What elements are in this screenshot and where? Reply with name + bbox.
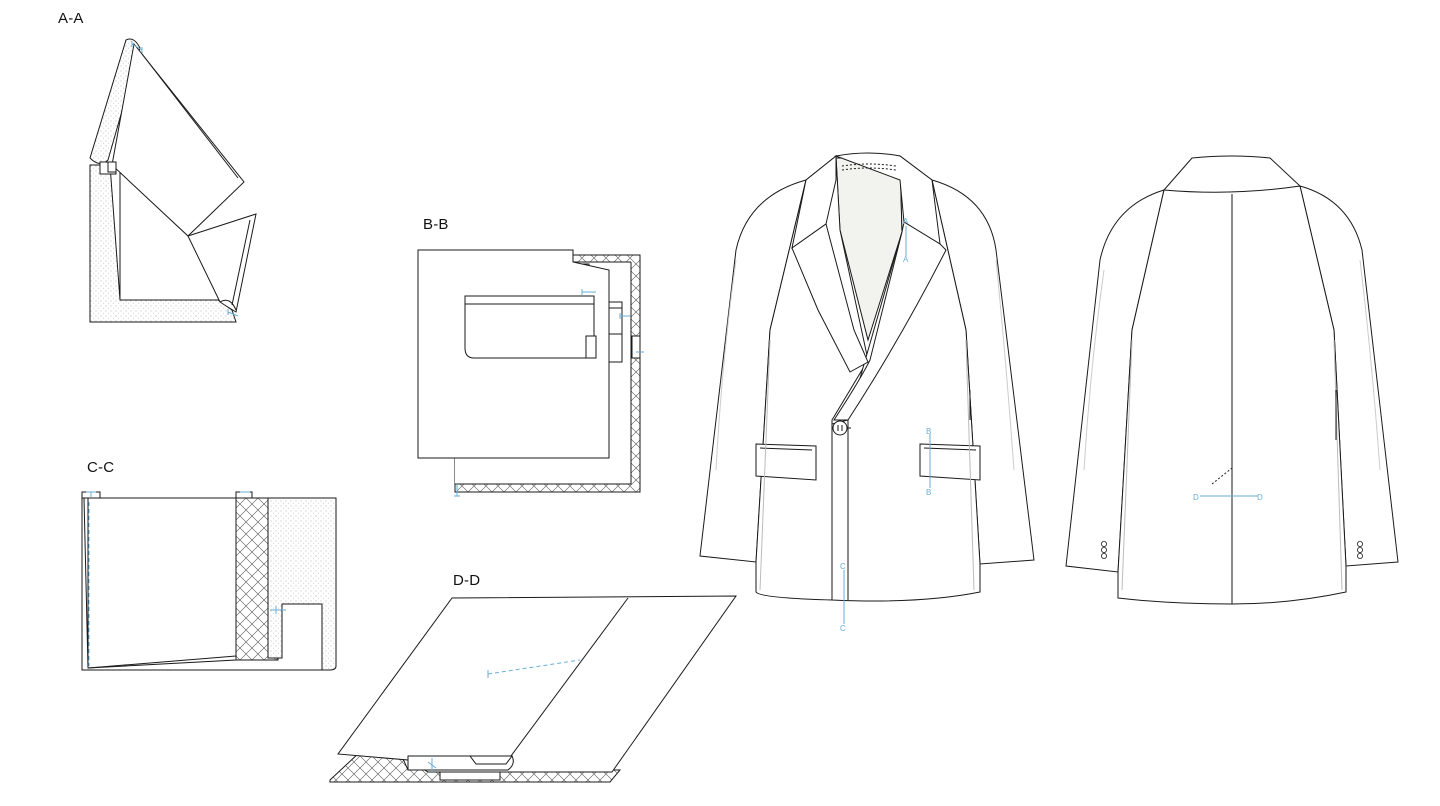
- section-label-cc: C-C: [87, 459, 115, 476]
- section-cc-drawing: [81, 491, 337, 671]
- sleeve-buttons-icon: [1101, 541, 1364, 560]
- aa-upper-fabric: [111, 42, 245, 237]
- front-cut-markers: [843, 226, 931, 624]
- back-right-sleeve: [1299, 185, 1399, 567]
- aa-markers: [131, 41, 239, 317]
- front-right-lapel: [833, 221, 947, 421]
- cc-main-body: [83, 497, 237, 669]
- jacket-front-view: [699, 152, 1035, 602]
- back-collar: [1162, 155, 1302, 193]
- front-left-pocket-flap: [755, 443, 817, 481]
- front-left-sleeve: [699, 179, 807, 563]
- marker-b-bottom: B: [926, 488, 931, 497]
- section-label-dd: D-D: [453, 572, 481, 589]
- front-right-sleeve: [931, 179, 1035, 565]
- section-label-bb: B-B: [423, 216, 449, 233]
- bb-pocket-flap: [464, 295, 595, 359]
- aa-upper-padding: [89, 38, 141, 164]
- back-left-sleeve: [1065, 189, 1165, 573]
- section-label-aa: A-A: [58, 10, 84, 27]
- front-left-lapel: [791, 223, 869, 373]
- coat-button-icon: [832, 420, 851, 436]
- section-aa-drawing: [89, 38, 257, 323]
- aa-lower-fabric: [187, 213, 257, 313]
- marker-c-bottom: C: [840, 624, 846, 633]
- marker-d-right: D: [1257, 493, 1263, 502]
- marker-a-top: A: [903, 217, 909, 226]
- bb-markers: [454, 289, 644, 497]
- marker-b-top: B: [926, 427, 931, 436]
- cc-dotted-padding: [267, 497, 337, 671]
- front-right-pocket-flap: [919, 443, 981, 481]
- marker-a-bottom: A: [903, 255, 909, 264]
- dd-main-panel: [337, 595, 737, 773]
- jacket-back-view: [1065, 155, 1399, 605]
- section-dd-drawing: [329, 595, 737, 783]
- marker-c-top: C: [840, 562, 846, 571]
- marker-d-left: D: [1193, 493, 1199, 502]
- dd-markers: [427, 659, 581, 772]
- cc-markers: [86, 491, 286, 666]
- section-bb-drawing: [417, 249, 641, 493]
